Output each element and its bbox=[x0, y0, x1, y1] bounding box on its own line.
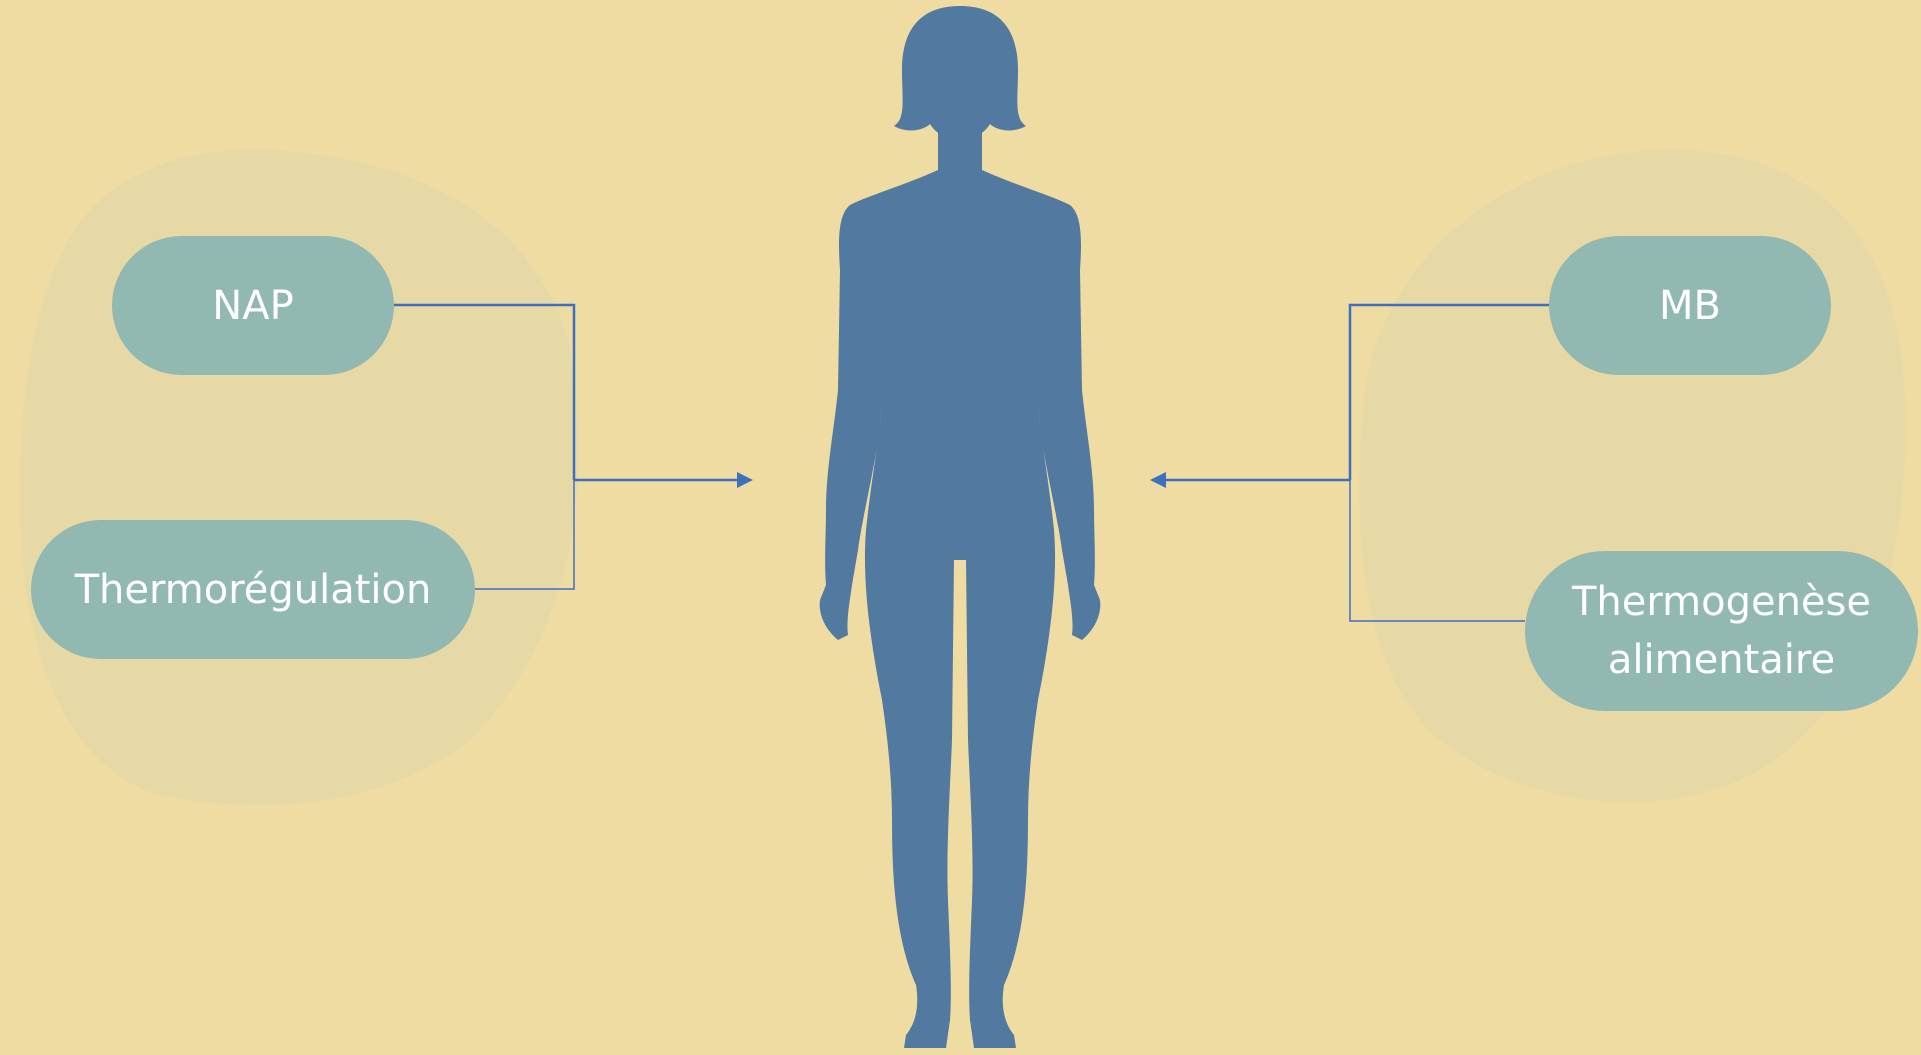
right-arrowhead bbox=[1150, 472, 1166, 488]
mb-node: MB bbox=[1549, 236, 1831, 375]
nap-node: NAP bbox=[112, 236, 394, 375]
thermogenese-node: Thermogenèse alimentaire bbox=[1525, 551, 1918, 711]
thermoregulation-node: Thermorégulation bbox=[31, 520, 475, 659]
thermogenese-label-line2: alimentaire bbox=[1608, 631, 1835, 689]
thermoregulation-label: Thermorégulation bbox=[75, 561, 432, 619]
nap-label: NAP bbox=[212, 277, 293, 335]
mb-label: MB bbox=[1659, 277, 1721, 335]
thermogenese-label-line1: Thermogenèse bbox=[1572, 573, 1871, 631]
left-arrowhead bbox=[737, 472, 753, 488]
human-silhouette-icon bbox=[820, 6, 1101, 1048]
